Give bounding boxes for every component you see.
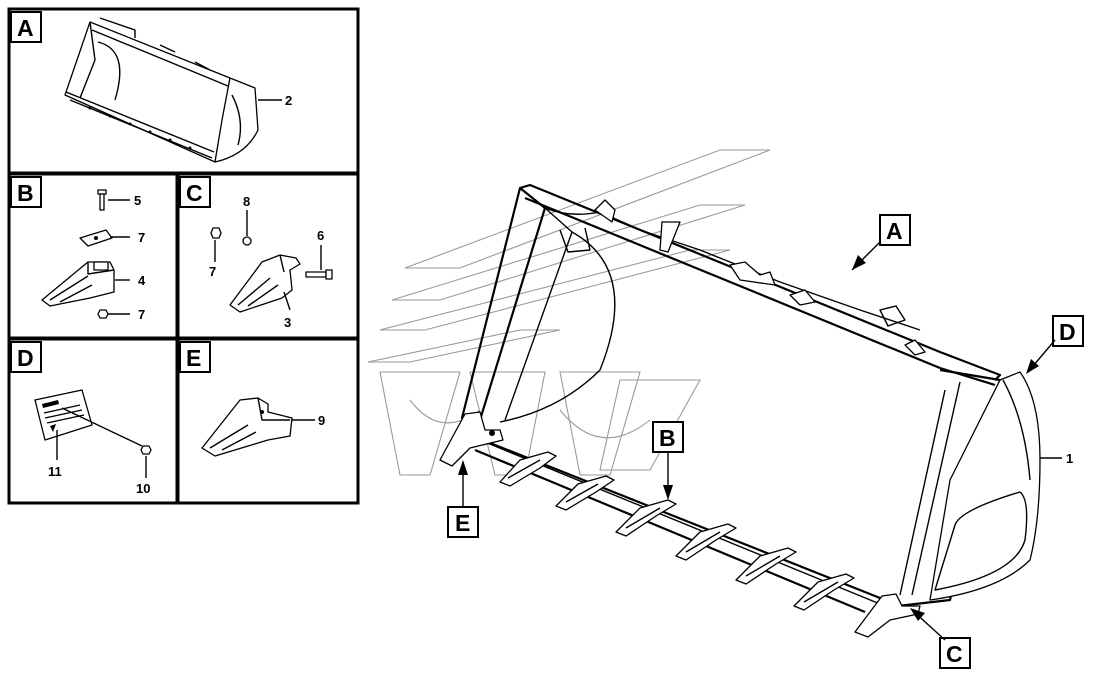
view-c-part-7: 7	[209, 264, 216, 279]
tooth-c-drawing	[229, 254, 301, 313]
view-e-letter-box	[179, 341, 211, 373]
view-b-part-7-top: 7	[138, 230, 145, 245]
callout-d: D	[1026, 315, 1084, 374]
view-a-part-2: 2	[285, 93, 292, 108]
main-bucket-drawing	[439, 183, 1041, 638]
view-d-letter-box	[10, 341, 42, 373]
view-e-panel: E 9	[176, 337, 360, 505]
svg-text:B: B	[659, 425, 676, 451]
nut-drawing	[97, 309, 109, 319]
view-d-letter: D	[17, 345, 34, 371]
view-b-part-4: 4	[138, 273, 146, 288]
view-e-frame	[176, 337, 360, 505]
view-d-part-11: 11	[48, 464, 62, 479]
view-a-letter: A	[17, 15, 34, 41]
view-b-panel: B 5 7 4 7	[7, 172, 179, 340]
washer-drawing	[242, 236, 252, 246]
view-c-letter-box	[179, 176, 211, 208]
view-b-letter-box	[10, 176, 42, 208]
adapter-drawing	[41, 261, 115, 307]
view-b-part-7-bottom: 7	[138, 307, 145, 322]
view-c-part-6: 6	[317, 228, 324, 243]
view-a-letter-box	[10, 11, 42, 43]
callout-b: B	[652, 421, 684, 500]
view-e-letter: E	[186, 345, 201, 371]
pin-drawing	[305, 269, 333, 280]
callout-c: C	[910, 608, 971, 669]
watermark-logo	[367, 149, 771, 476]
tooth-e-drawing	[201, 397, 293, 457]
callout-a: A	[851, 214, 911, 271]
svg-text:A: A	[886, 218, 903, 244]
view-b-part-5: 5	[134, 193, 141, 208]
view-b-letter: B	[17, 180, 34, 206]
main-part-1: 1	[1066, 451, 1073, 466]
view-a-bucket-drawing	[64, 17, 259, 163]
view-a-panel: A 2	[7, 7, 360, 175]
callout-e: E	[447, 460, 479, 538]
rivet-drawing	[140, 445, 152, 455]
view-d-panel: D 11 10	[7, 337, 179, 505]
svg-text:C: C	[946, 641, 963, 667]
view-c-part-3: 3	[284, 315, 291, 330]
svg-text:E: E	[455, 510, 470, 536]
view-d-part-10: 10	[136, 481, 150, 496]
view-c-letter: C	[186, 180, 203, 206]
view-c-panel: C 8 6 7 3	[176, 172, 360, 340]
decal-drawing	[34, 389, 93, 441]
nut-c-drawing	[210, 227, 222, 239]
bolt-drawing	[97, 189, 107, 211]
view-c-part-8: 8	[243, 194, 250, 209]
svg-text:D: D	[1059, 319, 1076, 345]
view-e-part-9: 9	[318, 413, 325, 428]
